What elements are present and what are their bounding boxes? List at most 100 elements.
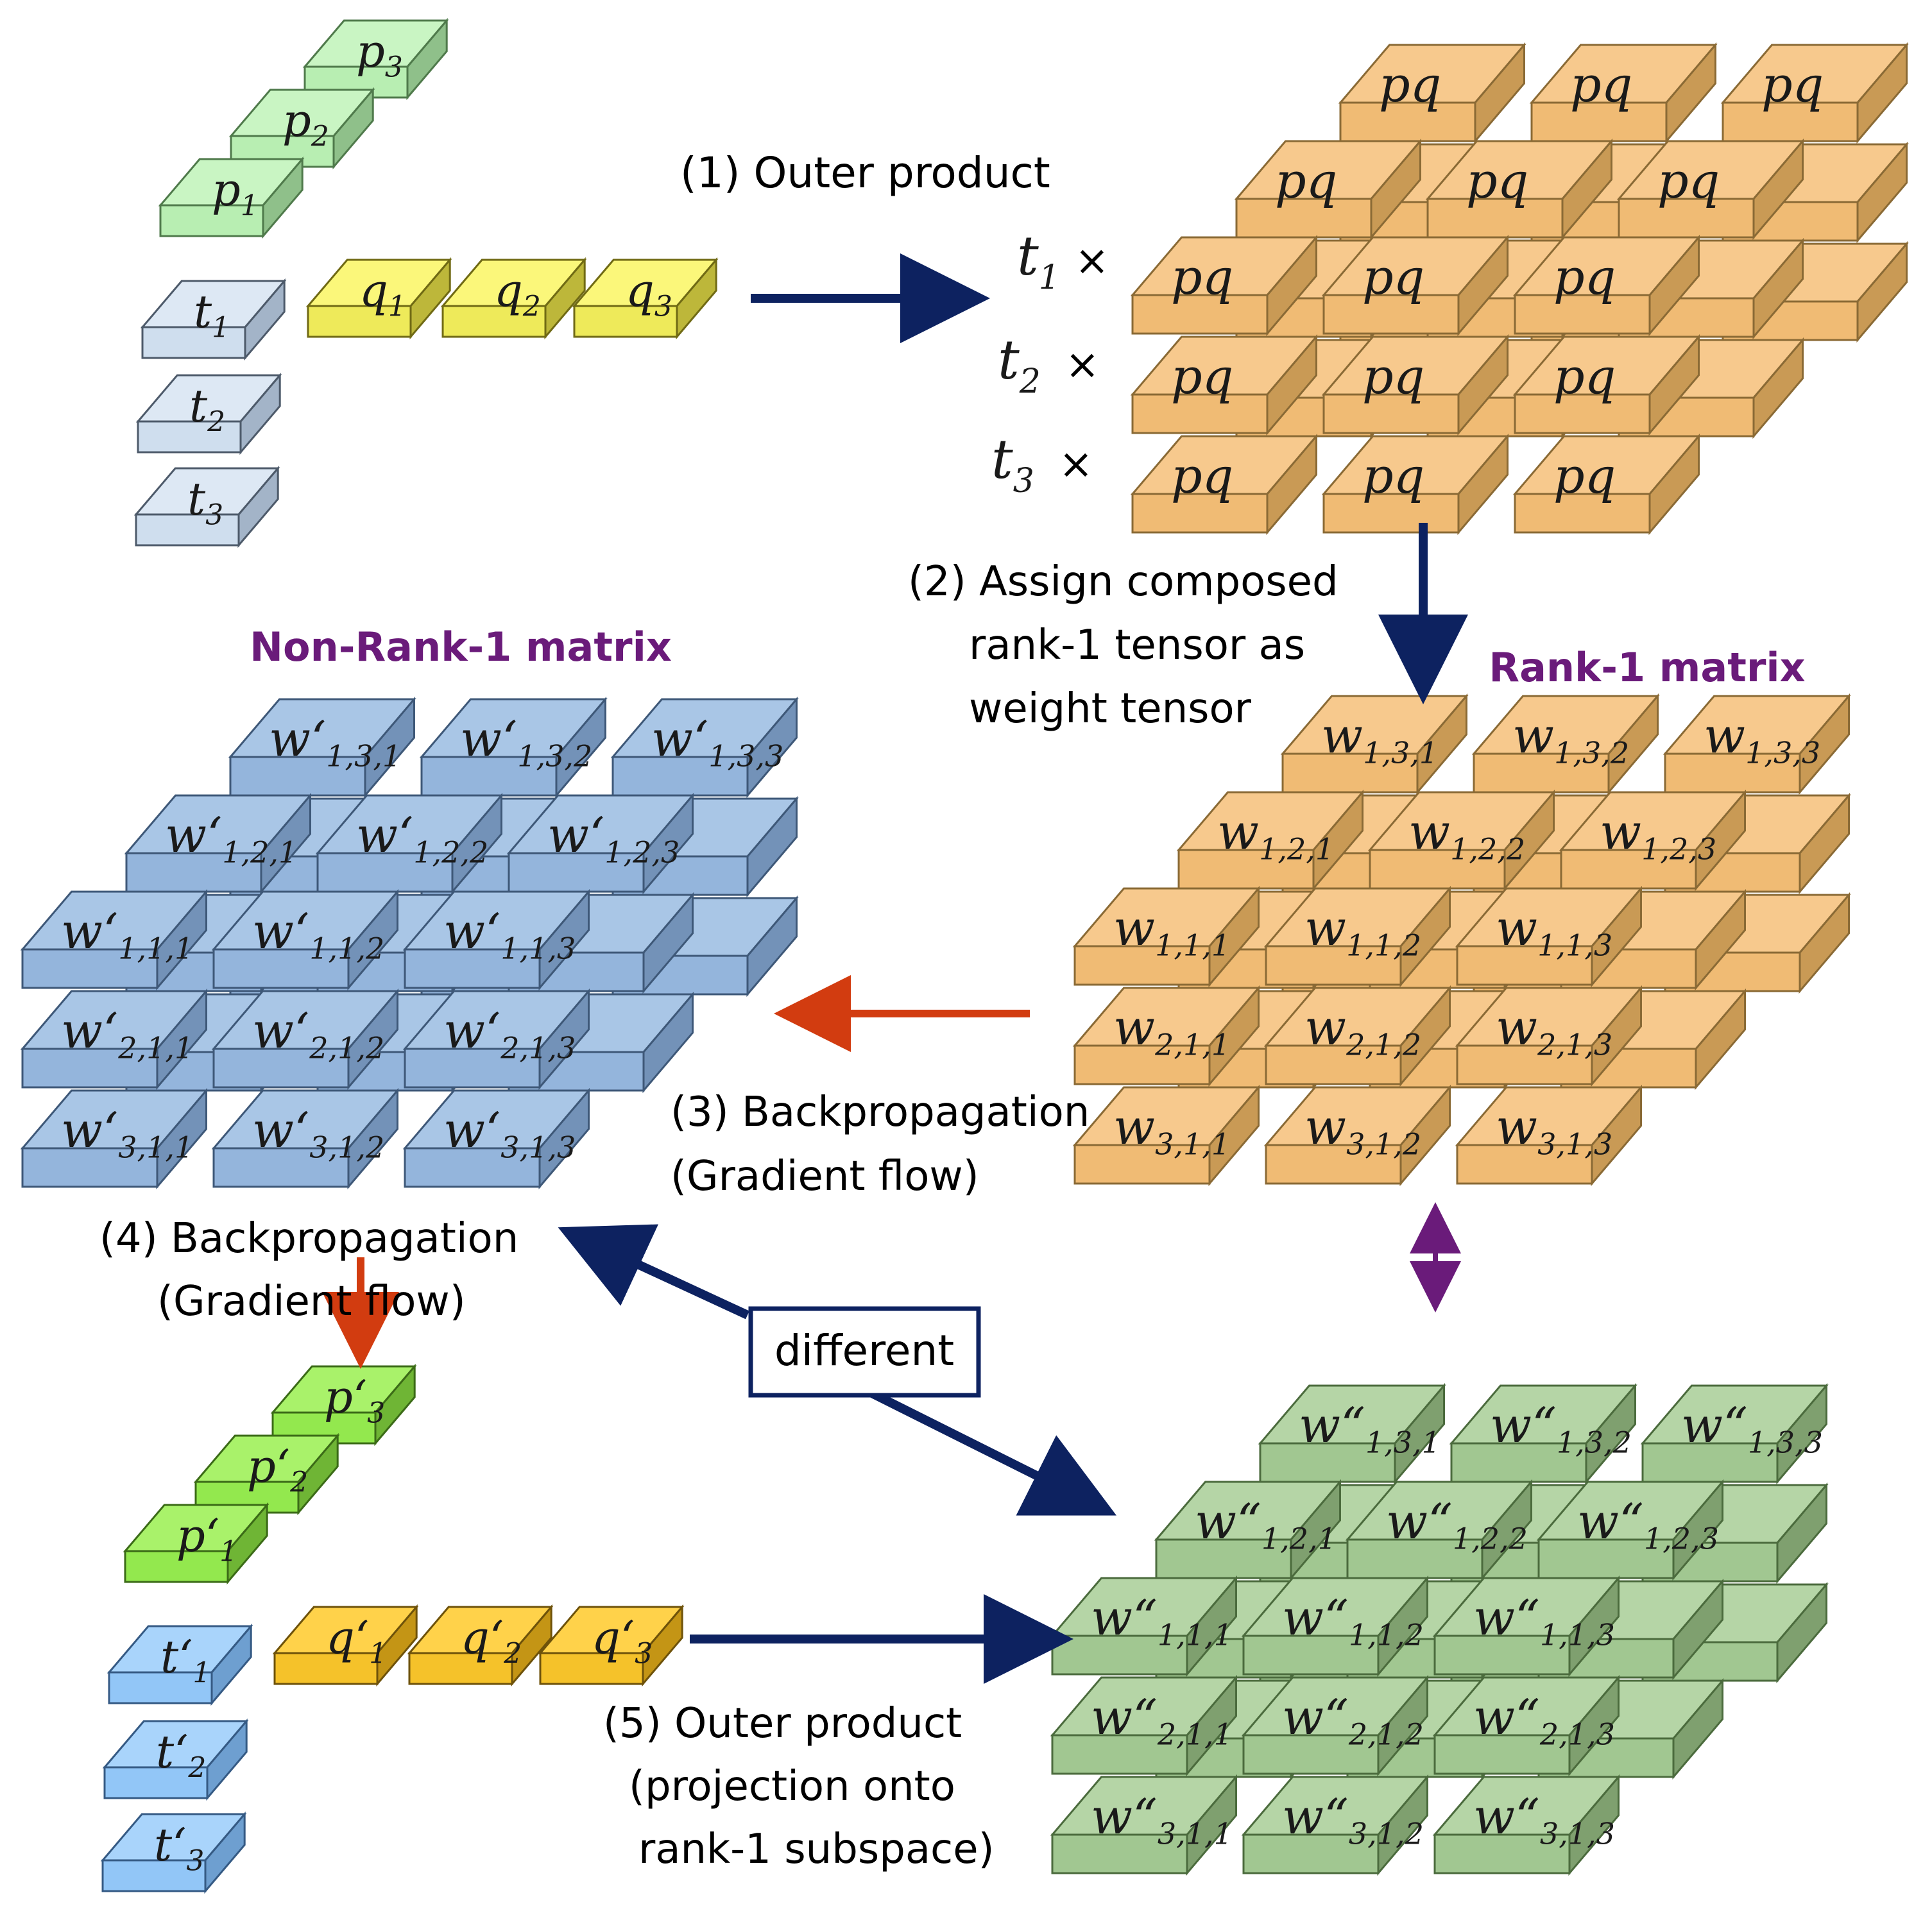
- arrow-different-lower: [867, 1388, 1117, 1516]
- non-rank1-tensor-block-1-2-1: w‘2,1,1: [20, 988, 209, 1091]
- vector-p1-label: p1: [212, 164, 259, 222]
- vector-t3-prime-label: t‘3: [154, 1819, 204, 1877]
- outer-product-label-3-1-3: pq: [1761, 56, 1824, 113]
- projected-tensor-block-1-1-3: w“1,1,3: [1432, 1575, 1621, 1677]
- non-rank1-tensor-block-3-1-3: w‘1,3,3: [610, 696, 799, 799]
- rank1-tensor-label-1-3-2: w3,1,2: [1304, 1098, 1421, 1162]
- projected-tensor-block-1-2-3: w“2,1,3: [1432, 1674, 1621, 1777]
- vector-q3-prime: q‘3: [538, 1604, 685, 1687]
- rank1-tensor-label-2-1-2: w1,2,2: [1408, 803, 1525, 867]
- rank1-tensor-label-3-1-1: w1,3,1: [1321, 707, 1438, 770]
- outer-product-block-1-1-1: pq: [1130, 234, 1319, 337]
- outer-product-block-1-2-1: pq: [1130, 334, 1319, 436]
- arrows: [322, 253, 1468, 1684]
- vector-p3-prime-label: p‘3: [324, 1371, 385, 1429]
- rank1-tensor-block-1-1-1: w1,1,1: [1072, 885, 1261, 988]
- caption-step3-line2: (Gradient flow): [671, 1153, 979, 1200]
- multiplier-t2: t2 ×: [998, 328, 1100, 401]
- rank1-tensor-label-1-3-3: w3,1,3: [1496, 1098, 1612, 1162]
- projected-tensor-label-1-1-2: w“1,1,2: [1282, 1589, 1424, 1652]
- non-rank1-tensor-label-2-1-3: w‘1,2,3: [547, 806, 680, 870]
- rank1-tensor-block-1-3-1: w3,1,1: [1072, 1084, 1261, 1187]
- multiplier-t3: t3 ×: [991, 428, 1093, 500]
- multiplier-t2-sub: 2: [1019, 362, 1041, 401]
- caption-step2-line2: rank-1 tensor as: [969, 622, 1305, 669]
- caption-step2-line3: weight tensor: [969, 685, 1252, 733]
- vector-t1-label: t1: [194, 285, 230, 344]
- multiplier-t2-sign: ×: [1065, 341, 1100, 389]
- non-rank1-tensor-block-1-1-1: w‘1,1,1: [20, 888, 209, 991]
- multiplier-t1-symbol: t: [1017, 225, 1039, 287]
- vector-q2-prime: q‘2: [407, 1604, 554, 1687]
- rank1-tensor-label-1-1-2: w1,1,2: [1304, 899, 1421, 963]
- vector-p1: p1: [158, 156, 305, 239]
- different-label: different: [774, 1326, 954, 1375]
- projected-tensor-label-1-3-2: w“3,1,2: [1282, 1788, 1424, 1851]
- vector-q1: q1: [305, 257, 452, 340]
- projected-tensor-label-3-1-3: w“1,3,3: [1681, 1397, 1823, 1460]
- non-rank1-tensor-block-1-3-1: w‘3,1,1: [20, 1087, 209, 1190]
- vector-q2-prime-label: q‘2: [461, 1611, 522, 1670]
- non-rank1-tensor-block-3-1-1: w‘1,3,1: [228, 696, 416, 799]
- rank1-title: Rank-1 matrix: [1489, 644, 1805, 691]
- caption-step4-line2: (Gradient flow): [157, 1278, 466, 1325]
- projected-tensor-label-2-1-2: w“1,2,2: [1386, 1493, 1528, 1556]
- projected-tensor-block-3-1-2: w“1,3,2: [1449, 1382, 1637, 1485]
- vector-q3: q3: [572, 257, 719, 340]
- vector-q1-label: q1: [359, 264, 406, 323]
- caption-step4-line1: (4) Backpropagation: [99, 1215, 518, 1262]
- non-rank1-title: Non-Rank-1 matrix: [250, 624, 672, 670]
- svg-text:t2: t2: [998, 328, 1041, 401]
- non-rank1-tensor-block-1-3-2: w‘3,1,2: [211, 1087, 400, 1190]
- rank1-tensor-block-1-3-3: w3,1,3: [1455, 1084, 1643, 1187]
- outer-product-label-3-1-2: pq: [1570, 56, 1632, 113]
- non-rank1-tensor-block-1-1-2: w‘1,1,2: [211, 888, 400, 991]
- non-rank1-tensor-label-3-1-1: w‘1,3,1: [269, 710, 401, 774]
- projected-tensor-block-1-1-2: w“1,1,2: [1241, 1575, 1430, 1677]
- multiplier-t1-sub: 1: [1039, 259, 1060, 297]
- vector-q1-prime: q‘1: [272, 1604, 419, 1687]
- outer-product-block-1-2-2: pq: [1321, 334, 1510, 436]
- outer-product-label-1-2-1: pq: [1171, 348, 1233, 405]
- rank1-tensor-label-1-1-1: w1,1,1: [1113, 899, 1230, 963]
- outer-product-block-3-1-2: pq: [1529, 42, 1718, 144]
- svg-text:t3: t3: [991, 428, 1034, 500]
- vector-t2-prime-label: t‘2: [156, 1726, 206, 1784]
- outer-product-block-1-1-2: pq: [1321, 234, 1510, 337]
- multiplier-t3-sub: 3: [1013, 462, 1034, 500]
- rank1-tensor-label-3-1-2: w1,3,2: [1512, 707, 1629, 770]
- vector-p1-prime-label: p‘1: [176, 1509, 237, 1568]
- non-rank1-tensor-label-1-1-1: w‘1,1,1: [61, 903, 193, 966]
- vector-t2-prime: t‘2: [102, 1718, 249, 1801]
- non-rank1-tensor-label-1-2-3: w‘2,1,3: [443, 1002, 576, 1066]
- caption-step5-line3: rank-1 subspace): [638, 1826, 995, 1873]
- projected-tensor-label-2-1-3: w“1,2,3: [1577, 1493, 1719, 1556]
- rank1-tensor-label-2-1-3: w1,2,3: [1600, 803, 1716, 867]
- rank1-tensor-label-1-2-3: w2,1,3: [1496, 999, 1612, 1062]
- outer-product-block-1-2-3: pq: [1512, 334, 1701, 436]
- non-rank1-tensor-block-1-2-2: w‘2,1,2: [211, 988, 400, 1091]
- outer-product-label-1-3-2: pq: [1362, 447, 1424, 504]
- multiplier-t3-symbol: t: [991, 428, 1013, 491]
- rank1-tensor-block-1-1-2: w1,1,2: [1263, 885, 1452, 988]
- non-rank1-tensor-label-3-1-3: w‘1,3,3: [651, 710, 783, 774]
- non-rank1-tensor-label-1-3-1: w‘3,1,1: [61, 1101, 193, 1165]
- rank1-tensor-block-1-2-2: w2,1,2: [1263, 985, 1452, 1087]
- vector-p2-prime: p‘2: [193, 1432, 340, 1516]
- projected-tensor-block-1-2-1: w“2,1,1: [1050, 1674, 1238, 1777]
- outer-product-block-3-1-3: pq: [1720, 42, 1909, 144]
- non-rank1-tensor-label-1-3-2: w‘3,1,2: [252, 1101, 384, 1165]
- vector-p2: p2: [228, 87, 375, 170]
- vector-p3-label: p3: [356, 25, 403, 83]
- non-rank1-tensor-block-1-1-3: w‘1,1,3: [402, 888, 591, 991]
- rank1-tensor-label-1-2-1: w2,1,1: [1113, 999, 1230, 1062]
- projected-tensor-label-3-1-1: w“1,3,1: [1299, 1397, 1440, 1460]
- vector-p3-prime: p‘3: [270, 1363, 417, 1447]
- non-rank1-tensor-block-3-1-2: w‘1,3,2: [419, 696, 608, 799]
- vector-t2: t2: [135, 372, 282, 455]
- non-rank1-tensor-label-1-3-3: w‘3,1,3: [443, 1101, 576, 1165]
- vector-q3-label: q3: [626, 264, 672, 323]
- projected-tensor-label-1-2-3: w“2,1,3: [1473, 1688, 1615, 1752]
- multiplier-t1: t1 ×: [1017, 225, 1109, 297]
- non-rank1-tensor-block-2-1-2: w‘1,2,2: [315, 792, 504, 895]
